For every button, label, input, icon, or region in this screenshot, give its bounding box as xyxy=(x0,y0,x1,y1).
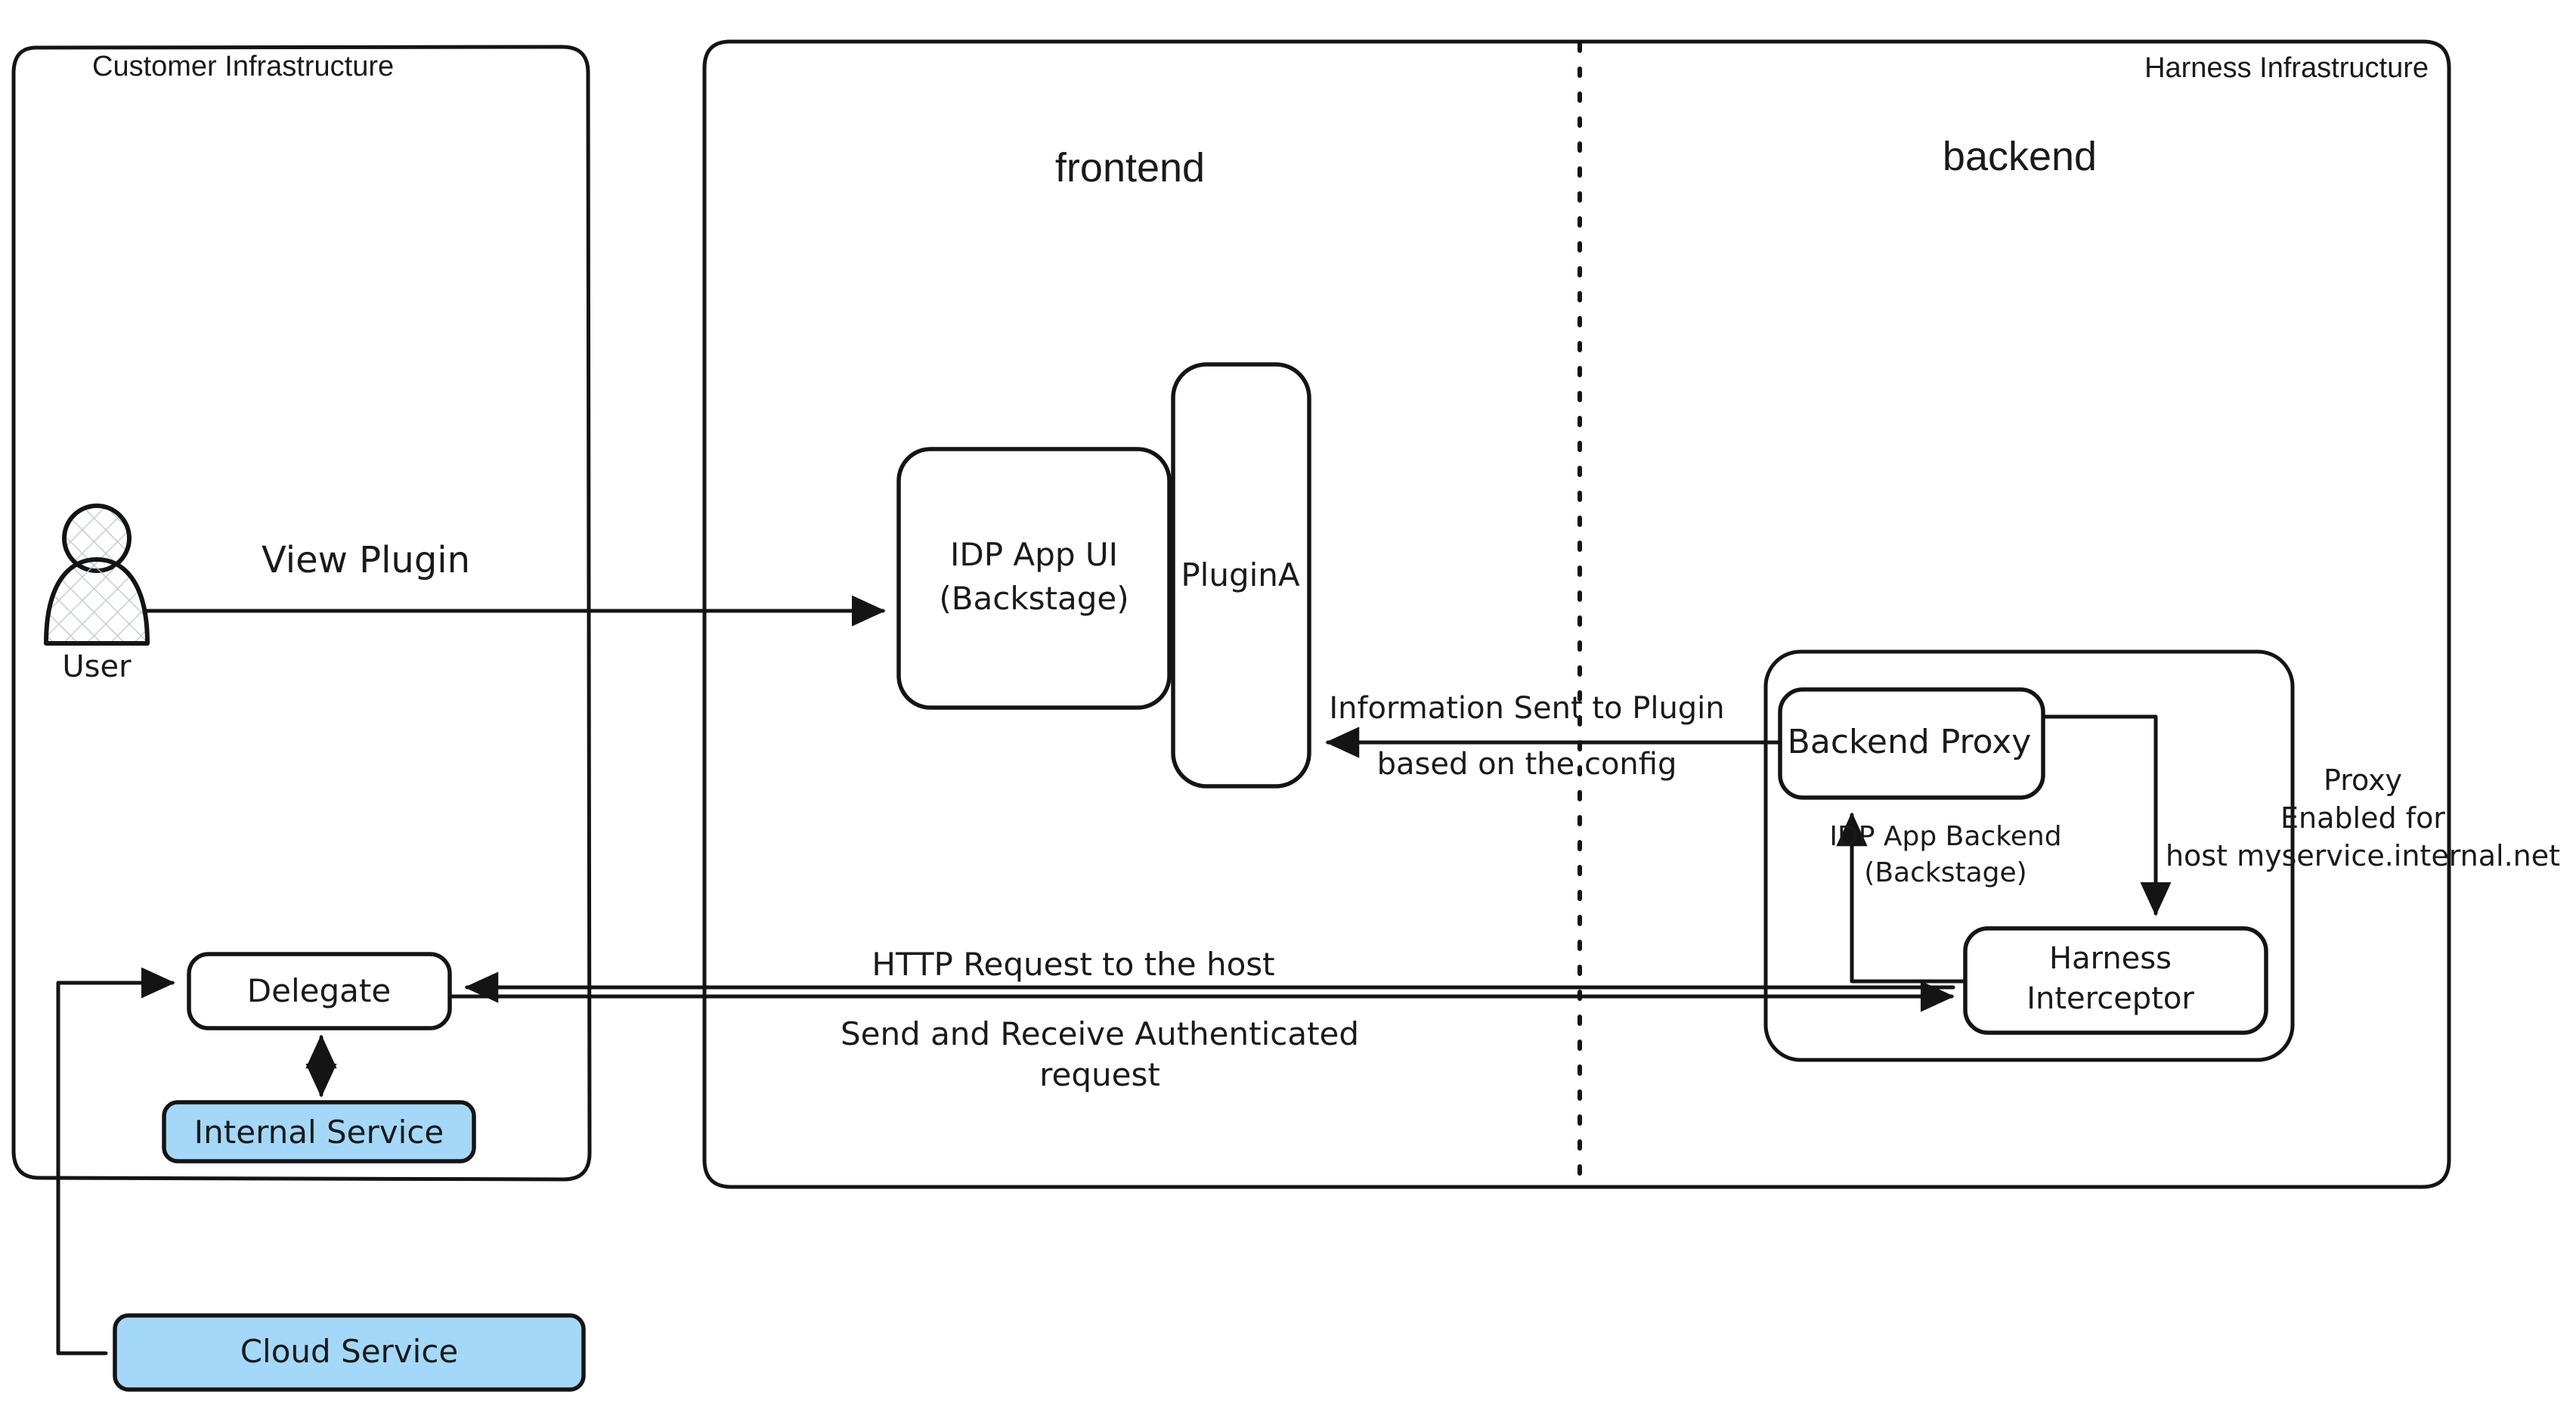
edge-label-authenticated-line2: request xyxy=(1039,1056,1160,1093)
edge-label-view-plugin: View Plugin xyxy=(262,539,470,581)
harness-infrastructure-label: Harness Infrastructure xyxy=(2144,52,2429,84)
user-label: User xyxy=(62,649,132,684)
frontend-label: frontend xyxy=(1055,145,1205,191)
user-actor-icon xyxy=(44,504,150,646)
plugin-a-label: PluginA xyxy=(1181,556,1300,593)
idp-app-backend-label-line1: IDP App Backend xyxy=(1829,821,2061,852)
edge-label-information-sent-line2: based on the config xyxy=(1377,747,1677,782)
customer-infrastructure-label: Customer Infrastructure xyxy=(92,51,394,82)
edge-label-information-sent-line1: Information Sent to Plugin xyxy=(1329,691,1724,726)
plugin-a-node[interactable] xyxy=(1171,362,1311,789)
cloud-service-label: Cloud Service xyxy=(240,1333,459,1370)
edge-label-http-request: HTTP Request to the host xyxy=(872,946,1274,983)
delegate-node[interactable] xyxy=(187,952,452,1030)
idp-app-ui-label-line2: (Backstage) xyxy=(939,580,1129,617)
cloud-service-node[interactable] xyxy=(113,1313,586,1392)
delegate-label: Delegate xyxy=(247,972,391,1009)
edge-delegate-to-cloud-service xyxy=(56,967,175,1356)
customer-infrastructure-container xyxy=(11,45,592,1182)
harness-interceptor-label-line2: Interceptor xyxy=(2026,981,2194,1016)
backend-label: backend xyxy=(1943,134,2097,179)
harness-interceptor-label-line1: Harness xyxy=(2049,941,2172,976)
harness-infrastructure-container xyxy=(702,39,2451,1189)
internal-service-node[interactable] xyxy=(162,1100,476,1163)
idp-app-backend-label-line2: (Backstage) xyxy=(1864,857,2026,888)
annotation-proxy-enabled-line3: host myservice.internal.net xyxy=(2166,839,2560,872)
backend-proxy-label: Backend Proxy xyxy=(1788,723,2032,761)
annotation-proxy-enabled-line2: Enabled for xyxy=(2280,801,2445,835)
annotation-proxy-enabled-line1: Proxy xyxy=(2324,764,2402,797)
idp-app-ui-label-line1: IDP App UI xyxy=(950,536,1118,573)
idp-app-ui-node[interactable] xyxy=(896,447,1172,710)
edge-backend-proxy-to-interceptor xyxy=(2041,714,2172,916)
internal-service-label: Internal Service xyxy=(194,1114,444,1151)
edge-label-authenticated-line1: Send and Receive Authenticated xyxy=(841,1015,1359,1052)
